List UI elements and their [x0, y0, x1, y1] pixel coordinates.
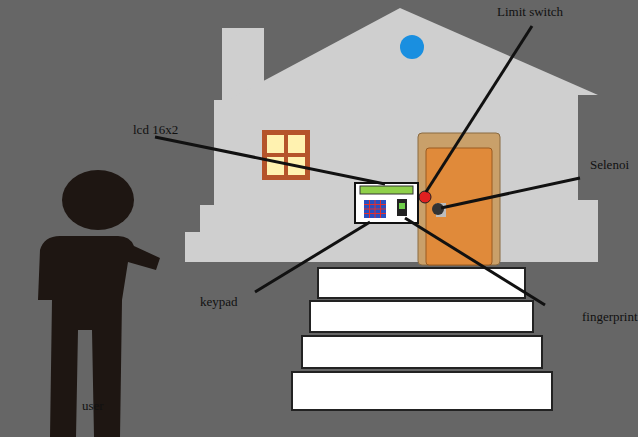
- part-label: keypad: [200, 294, 238, 309]
- window-frame: [262, 130, 310, 180]
- limit-switch-symbol: [419, 191, 431, 203]
- keypad-grid: [364, 200, 386, 218]
- stair-step: [310, 301, 533, 332]
- user-head: [62, 170, 134, 230]
- stair-step: [292, 372, 552, 410]
- part-label: Limit switch: [497, 4, 563, 19]
- part-label: fingerprint: [582, 309, 638, 324]
- user-figure: [38, 170, 160, 437]
- stairs: [292, 268, 552, 410]
- house-body: [185, 8, 598, 262]
- door: [426, 148, 492, 265]
- leader-line: [441, 178, 580, 208]
- part-label: user: [82, 398, 104, 413]
- part-label: lcd 16x2: [133, 122, 178, 137]
- leader-line: [255, 222, 370, 292]
- stair-step: [302, 336, 542, 368]
- part-label: Selenoi: [590, 157, 629, 172]
- leader-line: [426, 26, 532, 192]
- window-pane: [267, 135, 284, 153]
- leader-line: [155, 137, 385, 184]
- fingerprint-sensor: [399, 203, 405, 209]
- lcd-screen: [360, 186, 413, 194]
- keypad-block: [364, 200, 386, 218]
- leader-lines: [155, 26, 580, 305]
- leader-line: [405, 218, 545, 305]
- control-panel: [355, 183, 418, 223]
- fingerprint-symbol: [397, 199, 407, 216]
- window-pane: [288, 135, 305, 153]
- round-window: [400, 35, 424, 59]
- keypad-symbol: [364, 200, 386, 218]
- user-body: [38, 236, 160, 437]
